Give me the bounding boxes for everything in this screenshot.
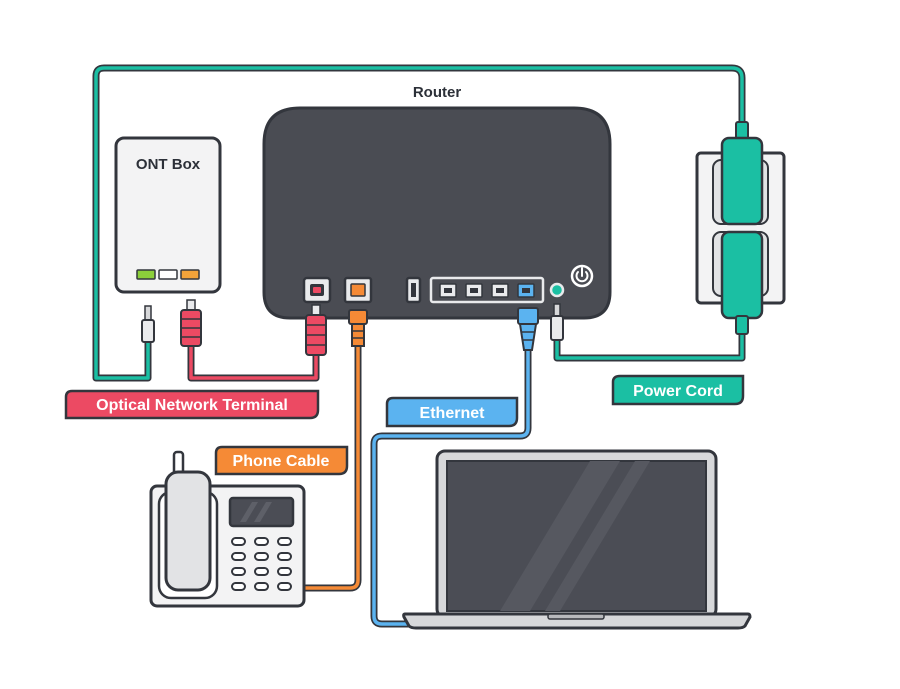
router (262, 106, 612, 320)
ethernet-tag: Ethernet (385, 396, 519, 428)
laptop (402, 449, 752, 630)
phone-cable-tag: Phone Cable (214, 445, 349, 476)
usb-port (405, 276, 422, 304)
phone-plug (348, 309, 368, 347)
ont-box-label: ONT Box (136, 156, 201, 173)
ethernet-plug (517, 307, 539, 351)
ont-audio-jack (141, 305, 155, 343)
ont-led-orange (180, 269, 200, 280)
phone-handset (164, 470, 212, 592)
dc-jack (549, 282, 565, 298)
ont-red-plug (180, 299, 202, 347)
ethernet-cable (370, 350, 532, 628)
router-label: Router (413, 84, 461, 101)
power-loop-cable (92, 64, 746, 382)
power-cord-label: Power Cord (633, 383, 723, 400)
phone-port (343, 276, 373, 304)
ont-led-white (158, 269, 178, 280)
router-red-plug (305, 304, 327, 356)
optical-network-terminal-label: Optical Network Terminal (96, 397, 288, 414)
optical-network-terminal-tag: Optical Network Terminal (64, 389, 320, 420)
ont-led-green (136, 269, 156, 280)
phone-cable (300, 345, 362, 592)
ont-box (114, 136, 222, 294)
power-cord-cable (553, 320, 746, 362)
optical-cable (187, 345, 320, 382)
power-cord-tag: Power Cord (611, 374, 745, 406)
phone-cable-label: Phone Cable (233, 453, 330, 470)
laptop-base (402, 612, 752, 630)
phone-keypad (231, 537, 292, 591)
power-plug-top (720, 121, 764, 226)
optical-port (302, 276, 332, 304)
telephone (149, 450, 306, 608)
power-plug-bottom (720, 230, 764, 335)
phone-display (228, 496, 295, 528)
dc-plug (550, 303, 564, 341)
ethernet-label: Ethernet (420, 405, 486, 422)
ethernet-ports (429, 276, 545, 304)
power-icon[interactable] (570, 264, 594, 288)
